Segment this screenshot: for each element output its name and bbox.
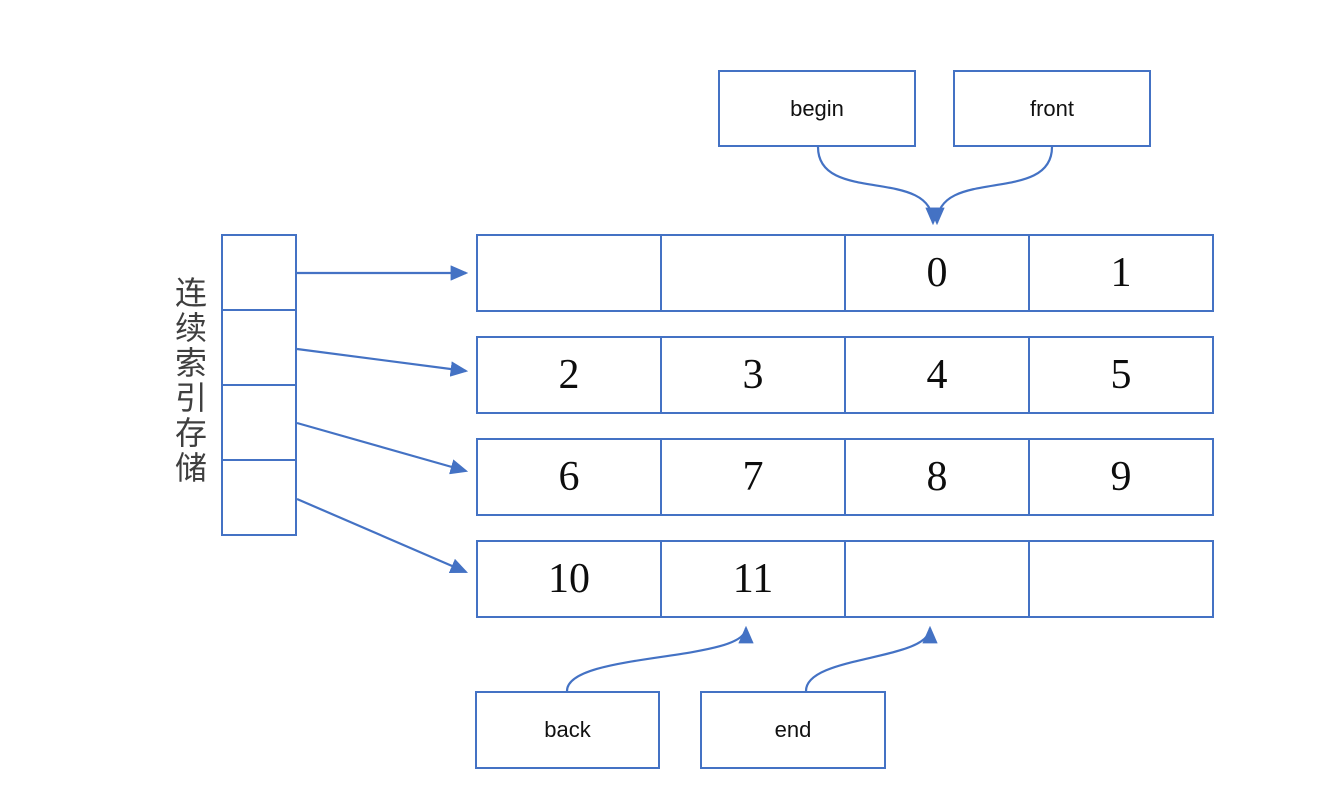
buffer-cell: 7 (660, 438, 846, 516)
buffer-cell (1028, 540, 1214, 618)
map-column (221, 234, 297, 536)
buffer-cell (660, 234, 846, 312)
buffer-cell: 2 (476, 336, 662, 414)
map-cell (221, 384, 297, 461)
buffer-row-1: 0 1 (476, 234, 1214, 312)
side-label-continuous-index-storage: 连续索引存储 (171, 276, 207, 486)
end-pointer-box: end (700, 691, 886, 769)
map-arrow-row3 (296, 421, 469, 475)
buffer-cell: 8 (844, 438, 1030, 516)
begin-arrow (816, 146, 941, 226)
buffer-row-4: 10 11 (476, 540, 1214, 618)
begin-pointer-box: begin (718, 70, 916, 147)
buffer-cell: 9 (1028, 438, 1214, 516)
buffer-row-3: 6 7 8 9 (476, 438, 1214, 516)
buffer-cell: 4 (844, 336, 1030, 414)
buffer-row-2: 2 3 4 5 (476, 336, 1214, 414)
front-pointer-box: front (953, 70, 1151, 147)
buffer-cell: 6 (476, 438, 662, 516)
buffer-cell: 10 (476, 540, 662, 618)
map-arrow-row2 (296, 347, 469, 377)
buffer-cell: 11 (660, 540, 846, 618)
buffer-cell: 0 (844, 234, 1030, 312)
front-arrow (929, 146, 1054, 226)
back-pointer-box: back (475, 691, 660, 769)
map-cell (221, 459, 297, 536)
buffer-cell (476, 234, 662, 312)
buffer-cell (844, 540, 1030, 618)
map-cell (221, 234, 297, 311)
end-arrow (804, 625, 938, 692)
back-arrow (565, 625, 754, 692)
map-cell (221, 309, 297, 386)
map-arrow-row4 (296, 497, 469, 574)
buffer-cell: 5 (1028, 336, 1214, 414)
buffer-cell: 3 (660, 336, 846, 414)
buffer-cell: 1 (1028, 234, 1214, 312)
